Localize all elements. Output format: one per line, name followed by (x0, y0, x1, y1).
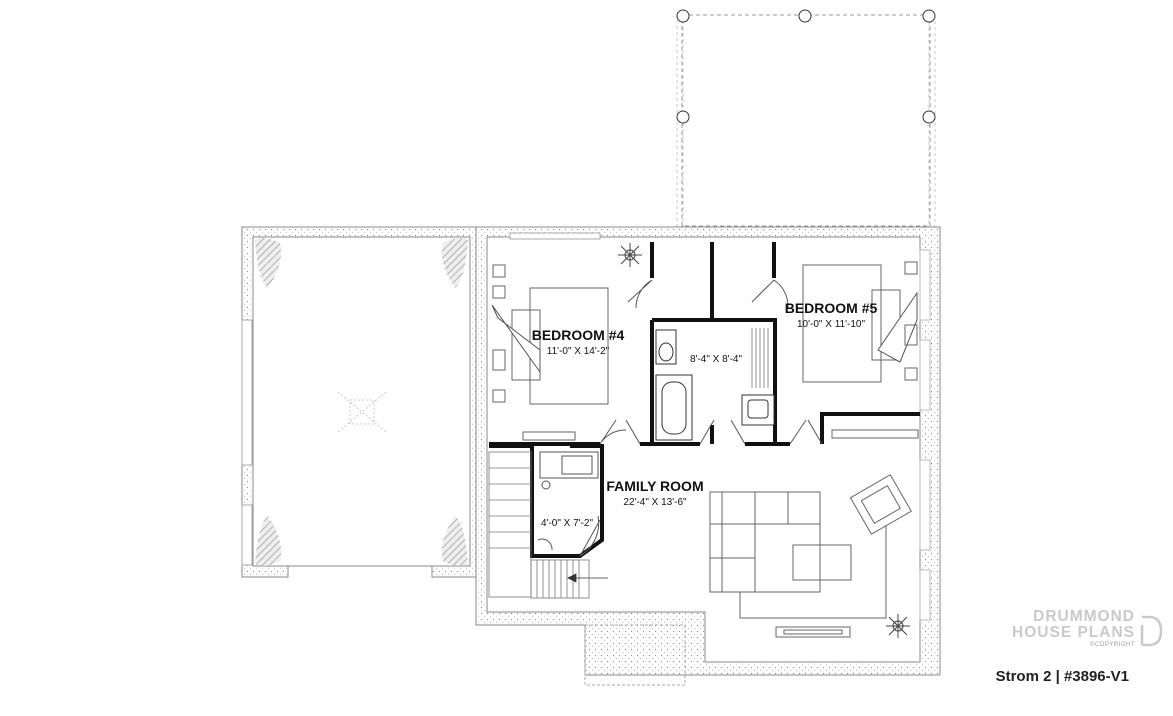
utility-fixtures (537, 451, 599, 551)
stairs (488, 451, 608, 599)
family-room-furniture (709, 474, 912, 638)
bathroom-fixtures (655, 328, 775, 441)
brand-line-2: HOUSE PLANS (1012, 624, 1135, 641)
bedroom5-furniture (802, 261, 919, 439)
bedroom4-furniture (491, 264, 609, 441)
brand-d-logo-icon (1140, 615, 1163, 647)
utility-dims: 4'-0" X 7'-2" (541, 518, 594, 529)
interior-walls (489, 242, 920, 558)
bedroom4-label: BEDROOM #4 (532, 327, 625, 343)
plant-icon (886, 614, 910, 638)
bedroom5-label: BEDROOM #5 (785, 300, 878, 316)
plan-caption: Strom 2 | #3896-V1 (995, 668, 1129, 685)
brand-logo-block: DRUMMOND HOUSE PLANS ©COPYRIGHT (1012, 608, 1163, 649)
bedroom4-dims: 11'-0" X 14'-2" (547, 346, 610, 357)
porch-outline (676, 9, 936, 276)
brand-copyright: ©COPYRIGHT (1089, 642, 1135, 648)
bedroom5-dims: 10'-0" X 11'-10" (797, 319, 865, 330)
house-foundation (475, 226, 941, 686)
doors (579, 279, 823, 557)
brand-line-1: DRUMMOND (1033, 608, 1135, 625)
family-room-dims: 22'-4" X 13'-6" (623, 497, 687, 508)
bathroom-dims: 8'-4" X 8'-4" (690, 354, 743, 365)
plant-icon (618, 243, 642, 267)
family-room-label: FAMILY ROOM (606, 478, 703, 494)
garage-area (241, 226, 481, 578)
